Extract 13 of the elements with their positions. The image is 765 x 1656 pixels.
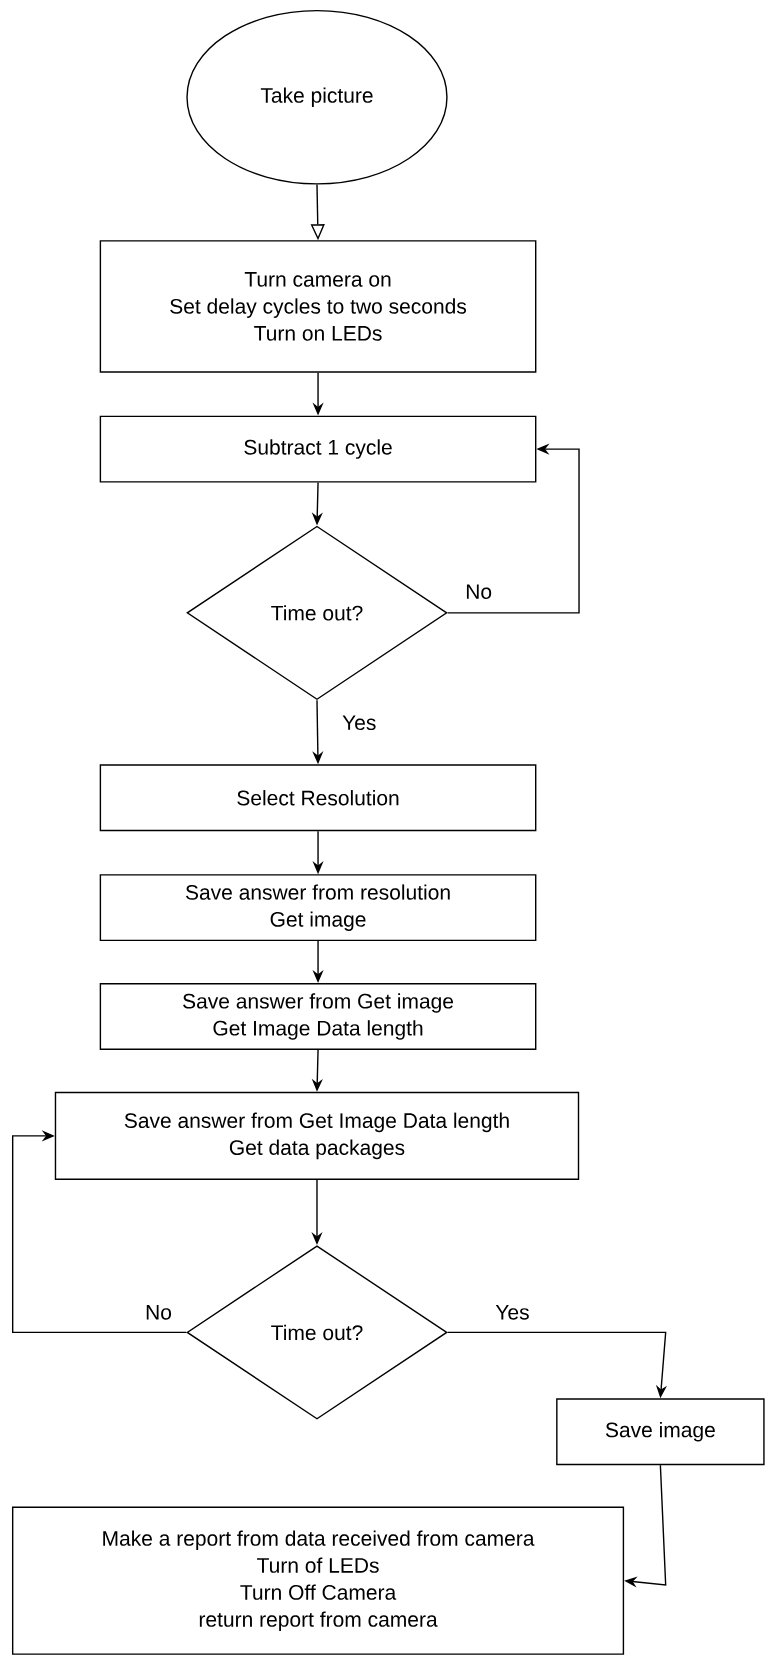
edge-label: Yes: [342, 715, 376, 731]
arrow: [12, 1130, 188, 1334]
process-box: Turn camera on Set delay cycles to two seconds Turn on LEDs: [99, 240, 537, 373]
process-box: Save image: [556, 1398, 765, 1466]
process-box: Save answer from resolution Get image: [99, 874, 537, 942]
process-box: Subtract 1 cycle: [99, 415, 537, 483]
edge-label: No: [146, 1305, 171, 1320]
process-box: Make a report from data received from camera Turn of LEDs Turn Off Camera return report from camera: [12, 1506, 625, 1655]
process-box: Save answer from Get Image Data length Get data packages: [54, 1091, 580, 1180]
process-box: Select Resolution: [99, 764, 537, 832]
edge-label: Yes: [495, 1305, 529, 1320]
process-box: Save answer from Get image Get Image Data length: [99, 983, 537, 1050]
edge-label: No: [466, 584, 492, 600]
